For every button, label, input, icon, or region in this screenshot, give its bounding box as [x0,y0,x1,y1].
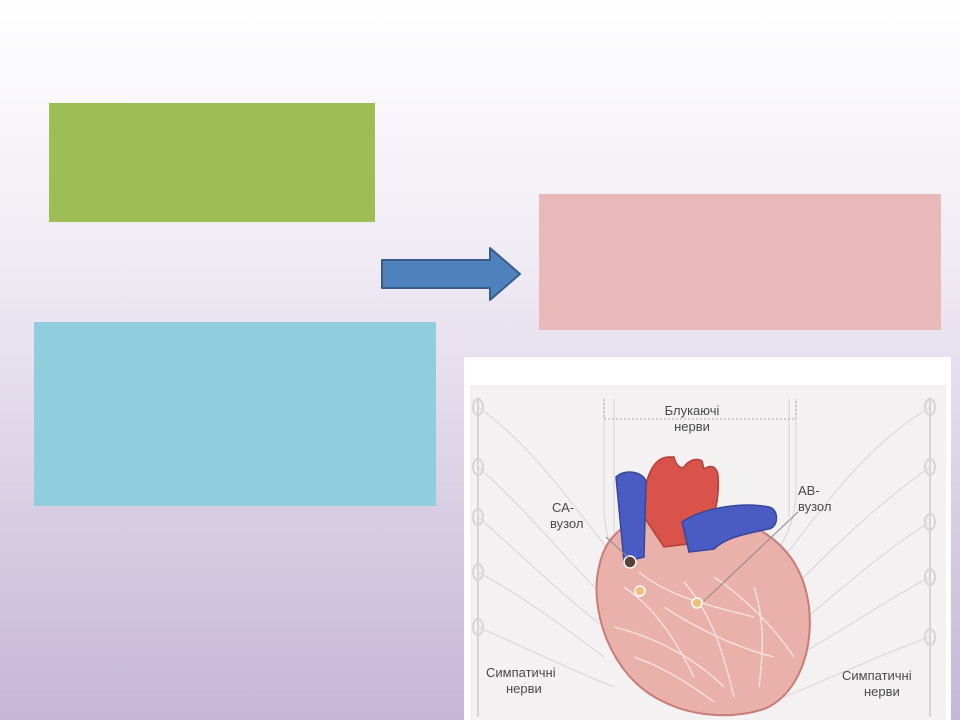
heart-innervation-figure: Блукаючі нерви СА- вузол АВ- вузол Симпа… [464,357,951,720]
vagus-bracket [603,399,797,420]
sympathetic-left-label-line1: Симпатичні [486,665,556,680]
vagus-label-line2: нерви [674,419,710,434]
vagus-label-line1: Блукаючі [665,403,720,418]
pulmonary-vessel [681,504,778,553]
sa-node-dark [623,555,637,569]
pink-box [539,194,941,330]
arrow-shape [381,247,521,301]
sympathetic-right-label-line1: Симпатичні [842,668,912,683]
sa-pointer [605,536,629,558]
right-arrow-icon [381,247,521,301]
sympathetic-chain-right [924,397,936,717]
blue-box [34,322,436,506]
heart-illustration: Блукаючі нерви СА- вузол АВ- вузол Симпа… [470,385,946,720]
sa-label-line2: вузол [550,516,583,531]
av-label-line1: АВ- [798,483,820,498]
sympathetic-right-label-line2: нерви [864,684,900,699]
av-label-line2: вузол [798,499,831,514]
sa-label-line1: СА- [552,500,574,515]
superior-vena-cava [615,471,647,563]
sympathetic-chain-left [472,397,484,717]
sa-node [634,585,646,597]
green-box [49,103,375,222]
av-node [691,597,703,609]
av-pointer [703,511,799,602]
sympathetic-left-label-line2: нерви [506,681,542,696]
